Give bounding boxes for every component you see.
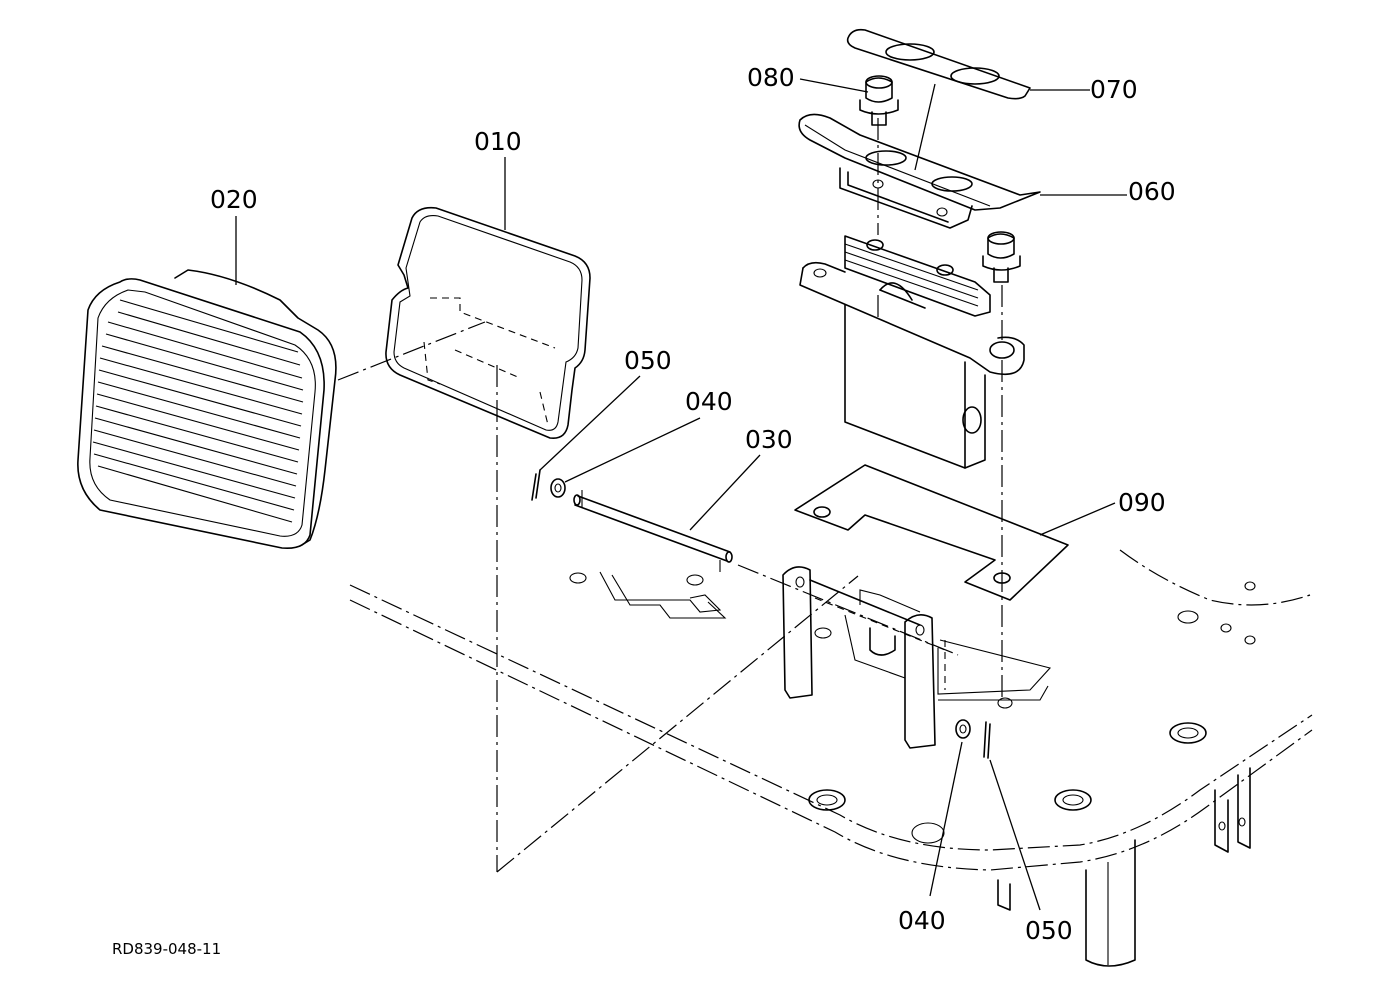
- bolt-lower: [982, 231, 1021, 283]
- washer-right: [955, 719, 971, 739]
- washer-left: [550, 478, 566, 498]
- label-050-upper: 050: [624, 346, 672, 375]
- pivot-bracket: [782, 566, 1052, 749]
- label-030: 030: [745, 425, 793, 454]
- cotter-pin-right: [983, 721, 991, 759]
- top-plate: [846, 28, 1031, 100]
- label-040-lower: 040: [898, 906, 946, 935]
- label-080: 080: [747, 63, 795, 92]
- switch-bracket: [798, 113, 1041, 229]
- reference-lines: [337, 118, 1003, 873]
- pedal-pad: [77, 269, 337, 550]
- switch-body: [799, 235, 1025, 469]
- drawing-code: RD839-048-11: [112, 940, 221, 958]
- floor-plate: [349, 549, 1313, 967]
- cotter-pin-left: [531, 469, 541, 501]
- label-090: 090: [1118, 488, 1166, 517]
- pedal-shaft: [573, 490, 733, 572]
- pedal-arm: [385, 206, 591, 440]
- label-060: 060: [1128, 177, 1176, 206]
- bolt-upper: [859, 75, 899, 126]
- label-050-lower: 050: [1025, 916, 1073, 945]
- label-070: 070: [1090, 75, 1138, 104]
- label-020: 020: [210, 185, 258, 214]
- label-010: 010: [474, 127, 522, 156]
- gasket: [794, 464, 1069, 601]
- label-040-upper: 040: [685, 387, 733, 416]
- leader-lines: [235, 78, 1127, 911]
- pedal-pad-ribs: [92, 299, 304, 523]
